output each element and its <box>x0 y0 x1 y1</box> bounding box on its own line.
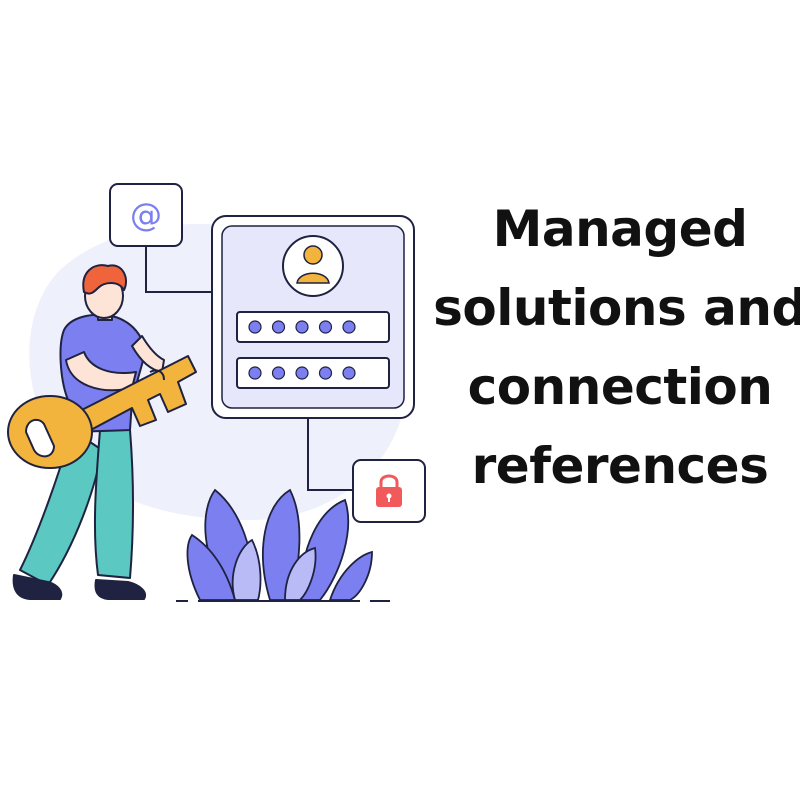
password-dot <box>318 320 333 334</box>
password-dot <box>342 366 356 380</box>
username-field <box>236 311 390 343</box>
password-dot <box>342 320 356 334</box>
password-dot <box>271 366 286 380</box>
password-dot <box>248 320 262 334</box>
headline-line-4: references <box>471 437 769 495</box>
key-icon <box>7 355 197 469</box>
email-bubble: @ <box>109 183 183 247</box>
plant-decoration <box>186 488 373 601</box>
password-dot <box>295 366 309 380</box>
password-field <box>236 357 390 389</box>
password-dot <box>248 366 262 380</box>
headline-line-3: connection <box>467 358 773 416</box>
person-figure <box>12 264 165 600</box>
headline-line-1: Managed <box>492 200 748 258</box>
login-card <box>211 215 415 419</box>
password-dot <box>295 320 309 334</box>
lock-bubble <box>352 459 426 523</box>
headline-line-2: solutions and <box>433 279 800 337</box>
connector-lines <box>145 245 355 491</box>
padlock-icon <box>376 474 402 507</box>
user-avatar-icon <box>282 235 344 297</box>
at-sign-icon: @ <box>130 196 162 234</box>
password-dot <box>318 366 333 380</box>
password-dot <box>271 320 286 334</box>
headline: Managed solutions and connection referen… <box>430 190 800 506</box>
